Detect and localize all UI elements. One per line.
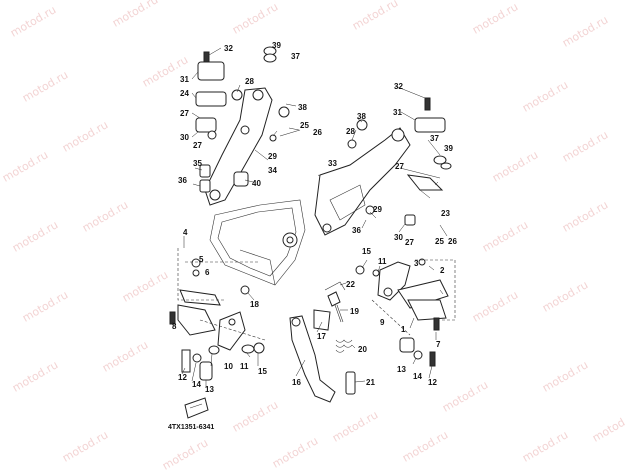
callout-number: 37	[291, 52, 300, 61]
callout-number: 29	[373, 205, 382, 214]
callout-number: 20	[358, 345, 367, 354]
callout-number: 2	[440, 266, 445, 275]
right-footrest-assembly	[355, 258, 456, 367]
callout-number: 26	[313, 128, 322, 137]
callout-number: 22	[346, 280, 355, 289]
callout-number: 36	[352, 226, 361, 235]
callout-number: 7	[436, 340, 441, 349]
callout-number: 37	[430, 134, 439, 143]
callout-number: 10	[224, 362, 233, 371]
callout-number: 30	[394, 233, 403, 242]
callout-number: 39	[444, 144, 453, 153]
callout-number: 18	[250, 300, 259, 309]
callout-number: 32	[224, 44, 233, 53]
leader-lines	[171, 47, 448, 388]
callout-number: 11	[378, 257, 387, 266]
callout-number: 28	[245, 77, 254, 86]
callout-number: 13	[397, 365, 406, 374]
callout-number: 6	[205, 268, 210, 277]
left-footrest-bracket	[204, 87, 273, 206]
callout-number: 40	[252, 179, 261, 188]
callout-number: 35	[193, 159, 202, 168]
callout-number: 12	[178, 373, 187, 382]
right-upper-parts	[347, 97, 452, 226]
callout-number: 17	[317, 332, 326, 341]
callout-number: 36	[178, 176, 187, 185]
callout-number: 19	[350, 307, 359, 316]
callout-number: 27	[180, 109, 189, 118]
callout-number: 15	[362, 247, 371, 256]
callout-number: 38	[357, 112, 366, 121]
callout-number: 16	[292, 378, 301, 387]
callout-number: 24	[180, 89, 189, 98]
callout-number: 30	[180, 133, 189, 142]
left-upper-parts	[195, 46, 301, 193]
callout-number: 33	[328, 159, 337, 168]
callout-number: 31	[180, 75, 189, 84]
callout-number: 11	[240, 362, 249, 371]
callout-number: 15	[258, 367, 267, 376]
callout-number: 5	[199, 255, 204, 264]
callout-number: 32	[394, 82, 403, 91]
callout-number: 3	[414, 259, 419, 268]
callout-number: 31	[393, 108, 402, 117]
callout-number: 34	[268, 166, 277, 175]
callout-number: 27	[405, 238, 414, 247]
callout-number: 14	[192, 380, 201, 389]
right-footrest-bracket	[314, 127, 411, 236]
callout-number: 26	[448, 237, 457, 246]
callout-number: 28	[346, 127, 355, 136]
callout-number: 38	[298, 103, 307, 112]
callout-number: 23	[441, 209, 450, 218]
left-footrest-assembly	[169, 248, 266, 381]
callout-number: 4	[183, 228, 188, 237]
callout-number: 39	[272, 41, 281, 50]
callout-number: 12	[428, 378, 437, 387]
callout-number: 8	[172, 322, 177, 331]
callout-number: 29	[268, 152, 277, 161]
callout-number: 21	[366, 378, 375, 387]
callout-number: 13	[205, 385, 214, 394]
brake-pedal	[289, 281, 356, 403]
callout-number: 1	[401, 325, 406, 334]
callout-number: 27	[395, 162, 404, 171]
drawing-code: 4TX1351-6341	[168, 424, 215, 431]
callout-number: 14	[413, 372, 422, 381]
frame-bracket	[209, 199, 306, 286]
callout-number: 25	[300, 121, 309, 130]
front-marker	[184, 397, 209, 419]
callout-number: 27	[193, 141, 202, 150]
callout-number: 9	[380, 318, 385, 327]
callout-number: 25	[435, 237, 444, 246]
